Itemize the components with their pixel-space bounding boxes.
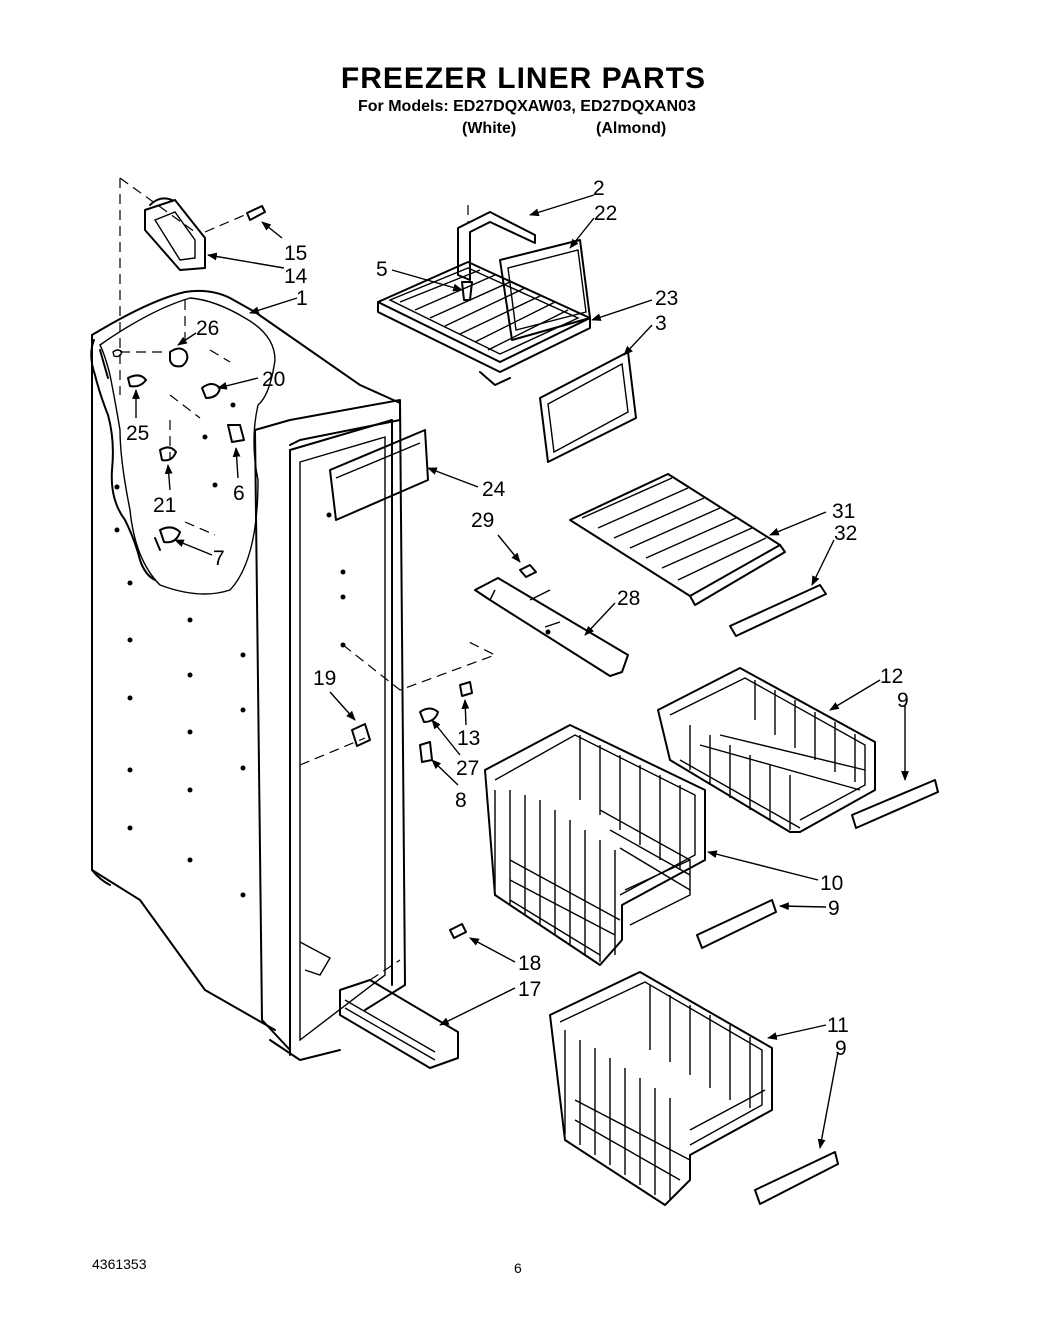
screw-18 bbox=[449, 923, 467, 939]
callout-1: 1 bbox=[296, 287, 308, 310]
color-almond-label: (Almond) bbox=[596, 120, 667, 137]
callout-7: 7 bbox=[213, 547, 225, 570]
callout-22: 22 bbox=[594, 202, 617, 225]
callout-9-lower: 9 bbox=[835, 1037, 847, 1060]
trim-strip-9-lower bbox=[754, 1151, 839, 1205]
callout-19: 19 bbox=[313, 667, 336, 690]
leader-lines bbox=[132, 194, 909, 1149]
callout-20: 20 bbox=[262, 368, 285, 391]
basket-12 bbox=[657, 667, 876, 833]
callout-8: 8 bbox=[455, 789, 467, 812]
callout-3: 3 bbox=[655, 312, 667, 335]
trim-strip-9-middle bbox=[696, 899, 777, 949]
callout-17: 17 bbox=[518, 978, 541, 1001]
callout-27: 27 bbox=[456, 757, 479, 780]
callout-26: 26 bbox=[196, 317, 219, 340]
shelf-rail-32 bbox=[729, 584, 827, 637]
callout-29: 29 bbox=[471, 509, 494, 532]
page-number: 6 bbox=[514, 1260, 522, 1276]
freezer-liner bbox=[90, 177, 429, 1061]
callout-23: 23 bbox=[655, 287, 678, 310]
document-number: 4361353 bbox=[92, 1256, 147, 1272]
callout-11: 11 bbox=[827, 1014, 849, 1037]
models-line: For Models: ED27DQXAW03, ED27DQXAN03 bbox=[358, 98, 696, 115]
callout-21: 21 bbox=[153, 494, 176, 517]
screw-29 bbox=[519, 564, 537, 578]
callout-9-middle: 9 bbox=[828, 897, 840, 920]
bracket-14 bbox=[144, 197, 206, 271]
callout-6: 6 bbox=[233, 482, 245, 505]
trim-strip-9-upper bbox=[851, 779, 939, 829]
basket-10 bbox=[484, 724, 706, 966]
callout-labels: 1 2 22 5 23 3 15 14 26 20 25 21 6 7 24 2… bbox=[126, 177, 909, 1060]
callout-2: 2 bbox=[593, 177, 605, 200]
basket-11 bbox=[549, 971, 773, 1206]
callout-28: 28 bbox=[617, 587, 640, 610]
callout-12: 12 bbox=[880, 665, 903, 688]
callout-5: 5 bbox=[376, 258, 388, 281]
callout-25: 25 bbox=[126, 422, 149, 445]
callout-13: 13 bbox=[457, 727, 480, 750]
callout-31: 31 bbox=[832, 500, 855, 523]
screw-15 bbox=[204, 205, 266, 233]
bracket-28 bbox=[474, 577, 629, 677]
callout-18: 18 bbox=[518, 952, 541, 975]
page-title: FREEZER LINER PARTS bbox=[340, 62, 707, 95]
top-shelf-assembly bbox=[377, 205, 637, 463]
callout-15: 15 bbox=[284, 242, 307, 265]
callout-24: 24 bbox=[482, 478, 506, 501]
wire-shelf-31 bbox=[569, 473, 786, 606]
callout-14: 14 bbox=[284, 265, 308, 288]
callout-9-upper: 9 bbox=[897, 689, 909, 712]
color-white-label: (White) bbox=[462, 120, 517, 137]
callout-32: 32 bbox=[834, 522, 857, 545]
callout-10: 10 bbox=[820, 872, 843, 895]
grille-17 bbox=[339, 959, 459, 1069]
